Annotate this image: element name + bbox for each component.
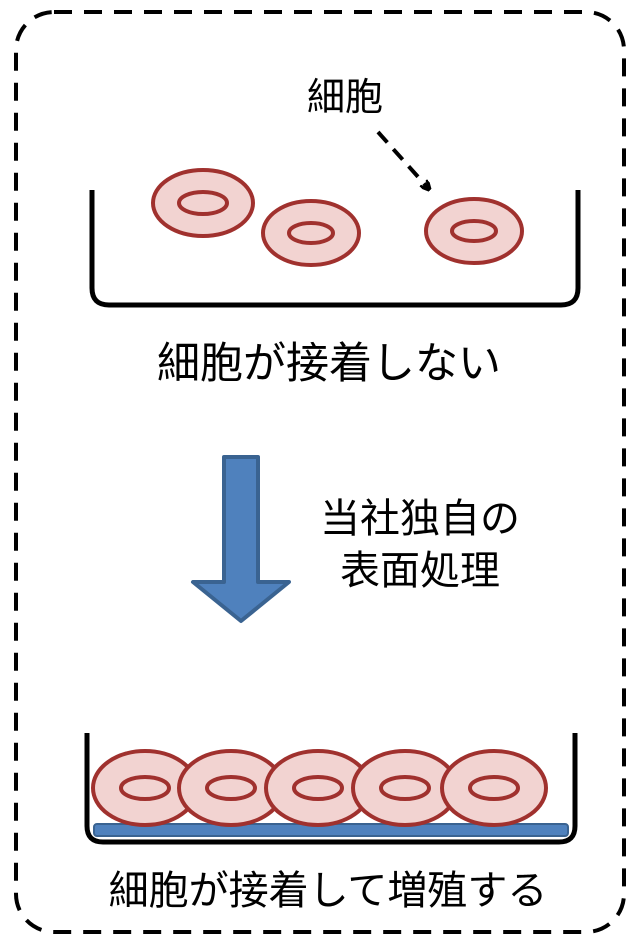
- cell-label: 細胞: [307, 75, 383, 119]
- bottom-dish-group: [84, 733, 578, 845]
- process-label-line1: 当社独自の: [320, 496, 520, 542]
- floating-cell: [424, 197, 524, 265]
- floating-cell: [151, 168, 255, 238]
- not-adhered-caption: 細胞が接着しない: [157, 339, 501, 389]
- floating-cell: [261, 199, 361, 267]
- cell-pointer-arrow: [376, 130, 428, 188]
- process-arrow: [191, 455, 291, 623]
- process-label-line2: 表面処理: [340, 548, 500, 594]
- adhered-caption: 細胞が接着して増殖する: [109, 868, 548, 914]
- culture-dish-untreated: [89, 190, 581, 308]
- culture-dish-treated: [84, 733, 578, 845]
- top-dish-group: [89, 168, 581, 308]
- adhered-cell: [440, 749, 548, 827]
